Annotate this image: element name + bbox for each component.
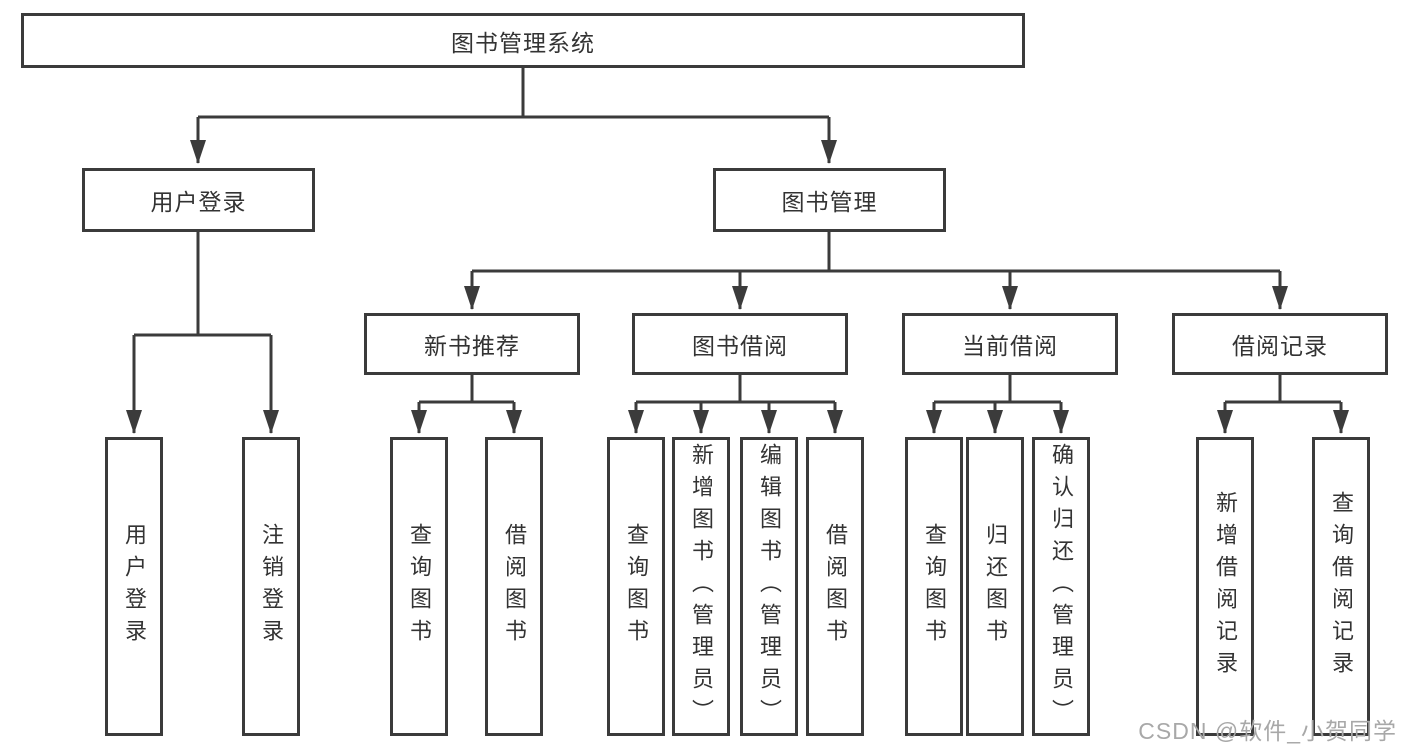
node-current-borrowing-label: 当前借阅 bbox=[962, 333, 1058, 359]
leaf-borrow-books-recommend: 借阅图书 bbox=[485, 437, 543, 736]
leaf-logout-label: 注销登录 bbox=[259, 522, 284, 651]
node-new-book-recommend: 新书推荐 bbox=[364, 313, 580, 375]
leaf-confirm-return-admin-label: 确认归还（管理员） bbox=[1049, 442, 1074, 731]
leaf-return-books-label: 归还图书 bbox=[983, 522, 1008, 651]
node-borrow-records-label: 借阅记录 bbox=[1232, 333, 1328, 359]
node-current-borrowing: 当前借阅 bbox=[902, 313, 1118, 375]
leaf-query-borrow-record: 查询借阅记录 bbox=[1312, 437, 1370, 736]
leaf-query-books-borrowing-label: 查询图书 bbox=[624, 522, 649, 651]
leaf-user-login-label: 用户登录 bbox=[122, 522, 147, 651]
node-borrow-records: 借阅记录 bbox=[1172, 313, 1388, 375]
node-book-borrowing: 图书借阅 bbox=[632, 313, 848, 375]
leaf-add-books-admin-label: 新增图书（管理员） bbox=[689, 442, 714, 731]
leaf-borrow-books-label: 借阅图书 bbox=[823, 522, 848, 651]
node-book-management: 图书管理 bbox=[713, 168, 946, 232]
leaf-query-borrow-record-label: 查询借阅记录 bbox=[1329, 490, 1354, 683]
leaf-borrow-books: 借阅图书 bbox=[806, 437, 864, 736]
leaf-logout: 注销登录 bbox=[242, 437, 300, 736]
leaf-add-borrow-record-label: 新增借阅记录 bbox=[1213, 490, 1238, 683]
leaf-add-books-admin: 新增图书（管理员） bbox=[672, 437, 730, 736]
leaf-query-books-current-label: 查询图书 bbox=[922, 522, 947, 651]
node-user-login: 用户登录 bbox=[82, 168, 315, 232]
leaf-edit-books-admin-label: 编辑图书（管理员） bbox=[757, 442, 782, 731]
leaf-add-borrow-record: 新增借阅记录 bbox=[1196, 437, 1254, 736]
node-library-system-label: 图书管理系统 bbox=[451, 29, 595, 56]
leaf-query-books-current: 查询图书 bbox=[905, 437, 963, 736]
leaf-user-login: 用户登录 bbox=[105, 437, 163, 736]
leaf-query-books-borrowing: 查询图书 bbox=[607, 437, 665, 736]
leaf-confirm-return-admin: 确认归还（管理员） bbox=[1032, 437, 1090, 736]
leaf-query-books-recommend: 查询图书 bbox=[390, 437, 448, 736]
node-user-login-label: 用户登录 bbox=[150, 189, 247, 215]
leaf-borrow-books-recommend-label: 借阅图书 bbox=[502, 522, 527, 651]
leaf-return-books: 归还图书 bbox=[966, 437, 1024, 736]
node-book-management-label: 图书管理 bbox=[781, 189, 878, 215]
node-book-borrowing-label: 图书借阅 bbox=[692, 333, 788, 359]
watermark: CSDN @软件_小贺同学 bbox=[1138, 718, 1397, 744]
leaf-edit-books-admin: 编辑图书（管理员） bbox=[740, 437, 798, 736]
leaf-query-books-recommend-label: 查询图书 bbox=[407, 522, 432, 651]
node-library-system: 图书管理系统 bbox=[21, 13, 1025, 68]
node-new-book-recommend-label: 新书推荐 bbox=[424, 333, 520, 359]
